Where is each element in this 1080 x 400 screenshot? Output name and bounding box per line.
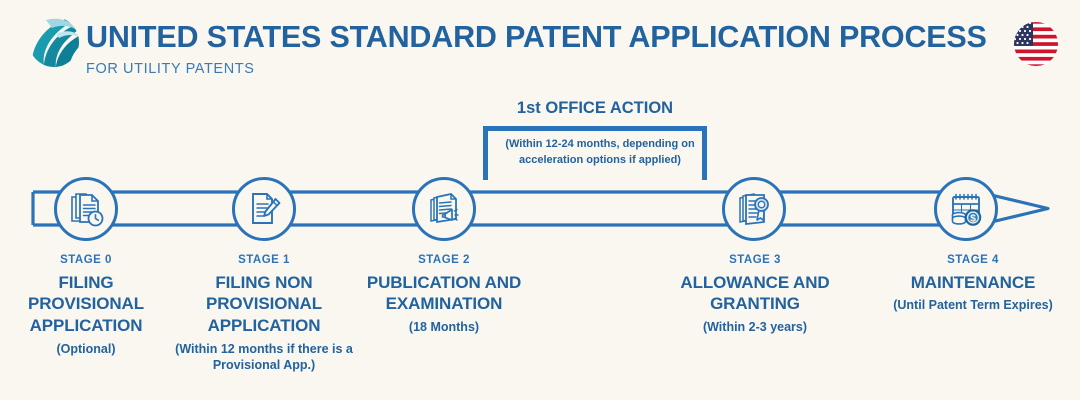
stage-number: STAGE 3 [729, 254, 781, 266]
document-pencil-icon [243, 188, 285, 230]
stage-number: STAGE 2 [418, 254, 470, 266]
stage-node-0[interactable] [54, 177, 118, 241]
us-flag-circle-icon [1012, 20, 1060, 68]
stage-label-3: STAGE 3 ALLOWANCE AND GRANTING (Within 2… [660, 254, 850, 335]
documents-clock-icon [65, 188, 107, 230]
title-block: UNITED STATES STANDARD PATENT APPLICATIO… [86, 22, 987, 76]
stage-node-2[interactable] [412, 177, 476, 241]
stage-number: STAGE 4 [947, 254, 999, 266]
stage-name: ALLOWANCE AND GRANTING [680, 272, 830, 314]
stage-name: MAINTENANCE [910, 272, 1036, 292]
stage-number: STAGE 0 [60, 254, 112, 266]
stage-note: (18 Months) [408, 320, 480, 335]
stage-name: FILING PROVISIONAL APPLICATION [27, 272, 145, 336]
stage-name: FILING NON PROVISIONAL APPLICATION [205, 272, 323, 336]
stage-number: STAGE 1 [238, 254, 290, 266]
timeline-arrow-icon [31, 186, 1050, 231]
stage-node-ring [54, 177, 118, 241]
stage-node-3[interactable] [722, 177, 786, 241]
stage-label-0: STAGE 0 FILING PROVISIONAL APPLICATION (… [6, 254, 166, 357]
callout-title: 1st OFFICE ACTION [516, 99, 674, 117]
globe-swoosh-logo [26, 14, 82, 70]
timeline: $ [0, 160, 1080, 250]
stage-node-ring [722, 177, 786, 241]
callout-box: (Within 12-24 months, depending on accel… [483, 126, 707, 180]
stage-label-2: STAGE 2 PUBLICATION AND EXAMINATION (18 … [350, 254, 538, 335]
stage-node-4[interactable]: $ [934, 177, 998, 241]
page-title: UNITED STATES STANDARD PATENT APPLICATIO… [86, 20, 987, 54]
stage-note: (Optional) [56, 341, 116, 356]
callout-text: (Within 12-24 months, depending on accel… [505, 138, 695, 166]
certificate-seal-icon [733, 188, 775, 230]
stage-label-4: STAGE 4 MAINTENANCE (Until Patent Term E… [888, 254, 1058, 314]
stage-note: (Within 2-3 years) [702, 320, 808, 335]
page-subtitle: FOR UTILITY PATENTS [86, 60, 255, 77]
svg-text:$: $ [970, 212, 976, 224]
stage-node-1[interactable] [232, 177, 296, 241]
header: UNITED STATES STANDARD PATENT APPLICATIO… [0, 0, 1080, 92]
stage-note: (Within 12 months if there is a Provisio… [175, 341, 353, 373]
stage-label-1: STAGE 1 FILING NON PROVISIONAL APPLICATI… [167, 254, 361, 373]
documents-megaphone-icon [423, 188, 465, 230]
calendar-coins-dollar-icon: $ [945, 188, 987, 230]
stage-note: (Until Patent Term Expires) [893, 298, 1053, 313]
stage-name: PUBLICATION AND EXAMINATION [366, 272, 522, 314]
